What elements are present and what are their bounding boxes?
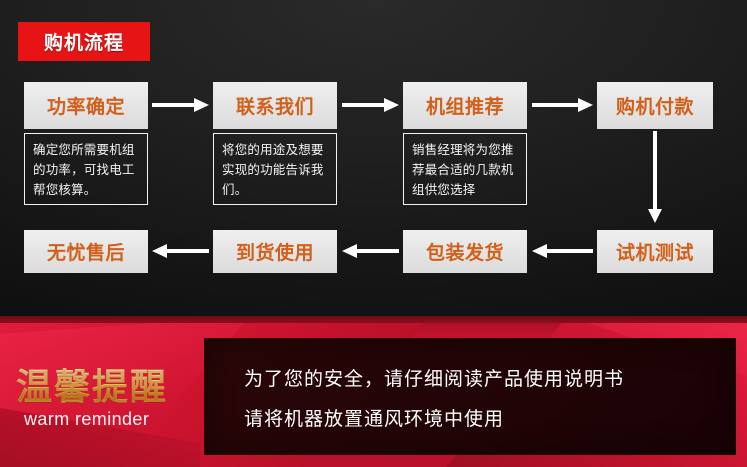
- flow-step-head-1[interactable]: 功率确定: [24, 82, 148, 129]
- notice-line-1: 为了您的安全，请仔细阅读产品使用说明书: [244, 369, 625, 390]
- purchase-flow-section: 购机流程 功率确定 确定您所需要机组的功率，可找电工帮您核算。 联系我们 将您的…: [18, 22, 713, 273]
- arrow-left-icon-1: [152, 244, 209, 258]
- arrow-down-icon-1: [648, 131, 662, 223]
- flow-step-head-4[interactable]: 购机付款: [597, 82, 713, 129]
- flow-step-head-3[interactable]: 机组推荐: [403, 82, 527, 129]
- flow-step-head-7[interactable]: 到货使用: [213, 230, 337, 273]
- arrow-left-icon-2: [342, 244, 399, 258]
- section-title-badge: 购机流程: [18, 22, 150, 61]
- warm-reminder-title: 温馨提醒: [16, 358, 168, 410]
- arrow-right-icon-2: [342, 98, 399, 112]
- flow-step-head-2[interactable]: 联系我们: [213, 82, 337, 129]
- arrow-right-icon-3: [532, 98, 593, 112]
- arrow-left-icon-3: [532, 244, 593, 258]
- banner-top-edge: [0, 316, 747, 323]
- notice-line-2: 请将机器放置通风环境中使用: [244, 409, 505, 430]
- flow-step-head-6[interactable]: 包装发货: [403, 230, 527, 273]
- flow-step-desc-3: 销售经理将为您推荐最合适的几款机组供您选择: [403, 133, 527, 205]
- flow-step-desc-1: 确定您所需要机组的功率，可找电工帮您核算。: [24, 133, 148, 205]
- arrow-right-icon-1: [152, 98, 209, 112]
- notice-panel: 为了您的安全，请仔细阅读产品使用说明书 请将机器放置通风环境中使用: [204, 338, 736, 455]
- flow-step-head-5[interactable]: 试机测试: [597, 230, 713, 273]
- flow-step-desc-2: 将您的用途及想要实现的功能告诉我们。: [213, 133, 337, 205]
- warm-reminder-subtitle: warm reminder: [24, 409, 150, 429]
- flow-step-head-8[interactable]: 无忧售后: [24, 230, 148, 273]
